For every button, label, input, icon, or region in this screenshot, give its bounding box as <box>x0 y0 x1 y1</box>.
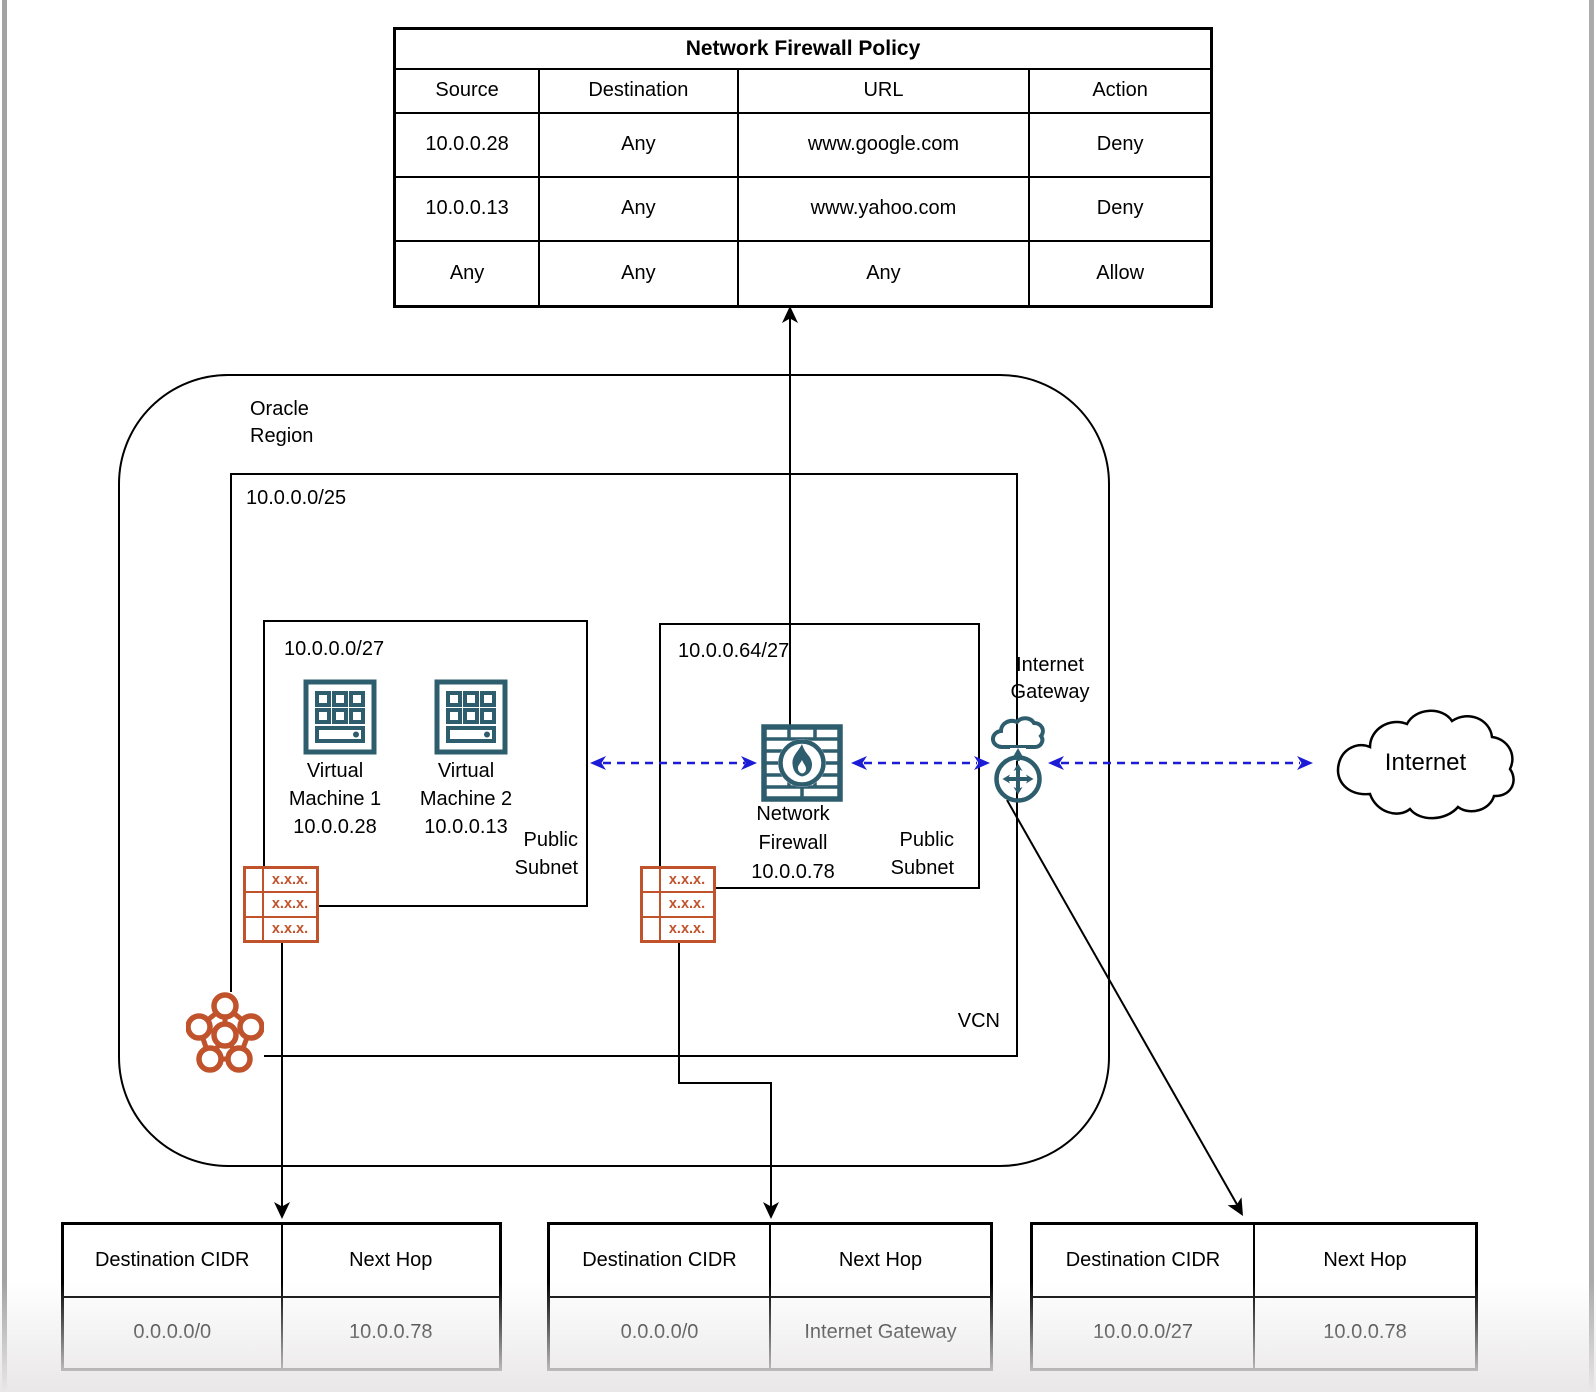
rt2-col-cidr: Destination CIDR <box>547 1222 771 1298</box>
policy-cell: Any <box>538 239 739 308</box>
page-left-edge <box>2 0 7 1392</box>
firewall-subnet-cidr-label: 10.0.0.64/27 <box>678 640 790 662</box>
rt1-col-cidr: Destination CIDR <box>61 1222 283 1298</box>
blue-arrow-right-1 <box>741 756 757 770</box>
gateway-to-table3-line <box>1006 799 1240 1209</box>
vcn-mesh-icon <box>185 992 265 1079</box>
page-right-edge <box>1589 0 1594 1392</box>
vcn-label: VCN <box>957 1010 1000 1032</box>
route-table-2: Destination CIDR Next Hop 0.0.0.0/0 Inte… <box>547 1222 993 1371</box>
rt3-col-cidr: Destination CIDR <box>1030 1222 1255 1298</box>
vm2-icon <box>434 679 508 760</box>
vcn-cidr-label: 10.0.0.0/25 <box>246 487 347 509</box>
policy-cell: 10.0.0.13 <box>393 175 541 242</box>
vm-subnet-cidr-label: 10.0.0.0/27 <box>284 638 385 660</box>
blue-arrow-right-3 <box>1297 756 1313 770</box>
route-table-1: Destination CIDR Next Hop 0.0.0.0/0 10.0… <box>61 1222 502 1371</box>
rt3-cell-cidr: 10.0.0.0/27 <box>1030 1295 1255 1371</box>
internet-cloud <box>1318 693 1533 843</box>
policy-cell: Deny <box>1028 175 1213 242</box>
rt1-cell-cidr: 0.0.0.0/0 <box>61 1295 283 1371</box>
policy-cell: www.yahoo.com <box>736 175 1031 242</box>
policy-table-title: Network Firewall Policy <box>393 27 1213 70</box>
blue-arrow-left-2 <box>851 756 867 770</box>
vm-subnet-route-table-icon: x.x.x. x.x.x. x.x.x. <box>243 866 319 943</box>
arrowhead-diagonal <box>1227 1197 1243 1216</box>
policy-cell: Any <box>538 175 739 242</box>
policy-col-destination: Destination <box>538 67 739 114</box>
network-firewall-policy-table: Network Firewall Policy Source Destinati… <box>393 27 1213 308</box>
firewall-subnet-route-table-icon: x.x.x. x.x.x. x.x.x. <box>640 866 716 943</box>
arrowhead-down-1 <box>274 1202 290 1219</box>
policy-col-action: Action <box>1028 67 1213 114</box>
arrowhead-down-2 <box>763 1202 779 1219</box>
route-table-3: Destination CIDR Next Hop 10.0.0.0/27 10… <box>1030 1222 1478 1371</box>
policy-cell: 10.0.0.28 <box>393 111 541 178</box>
flame-glyph <box>792 744 812 777</box>
policy-cell: Any <box>538 111 739 178</box>
rt1-cell-nexthop: 10.0.0.78 <box>280 1295 502 1371</box>
policy-cell: Allow <box>1028 239 1213 308</box>
policy-col-url: URL <box>736 67 1031 114</box>
rt-right-to-table2-line <box>678 942 772 1208</box>
firewall-subnet-box <box>659 623 980 889</box>
policy-col-source: Source <box>393 67 541 114</box>
vcn-box <box>230 473 1018 1057</box>
rt2-cell-nexthop: Internet Gateway <box>769 1295 993 1371</box>
policy-cell: www.google.com <box>736 111 1031 178</box>
vm1-icon <box>303 679 377 760</box>
rt1-col-nexthop: Next Hop <box>280 1222 502 1298</box>
vm-subnet-box <box>263 620 588 907</box>
blue-arrow-left-1 <box>590 756 606 770</box>
internet-label: Internet <box>1384 749 1467 776</box>
policy-cell: Any <box>736 239 1031 308</box>
rt2-cell-cidr: 0.0.0.0/0 <box>547 1295 771 1371</box>
policy-cell: Any <box>393 239 541 308</box>
oracle-region-box <box>118 374 1110 1167</box>
blue-arrow-left-3 <box>1048 756 1064 770</box>
blue-arrow-right-2 <box>974 756 990 770</box>
policy-cell: Deny <box>1028 111 1213 178</box>
arrowhead-up <box>782 306 798 323</box>
rt2-col-nexthop: Next Hop <box>769 1222 993 1298</box>
network-firewall-icon <box>761 724 843 807</box>
gateway-cloud <box>991 716 1045 750</box>
rt3-cell-nexthop: 10.0.0.78 <box>1253 1295 1478 1371</box>
internet-gateway-icon <box>990 711 1046 811</box>
rt3-col-nexthop: Next Hop <box>1253 1222 1478 1298</box>
